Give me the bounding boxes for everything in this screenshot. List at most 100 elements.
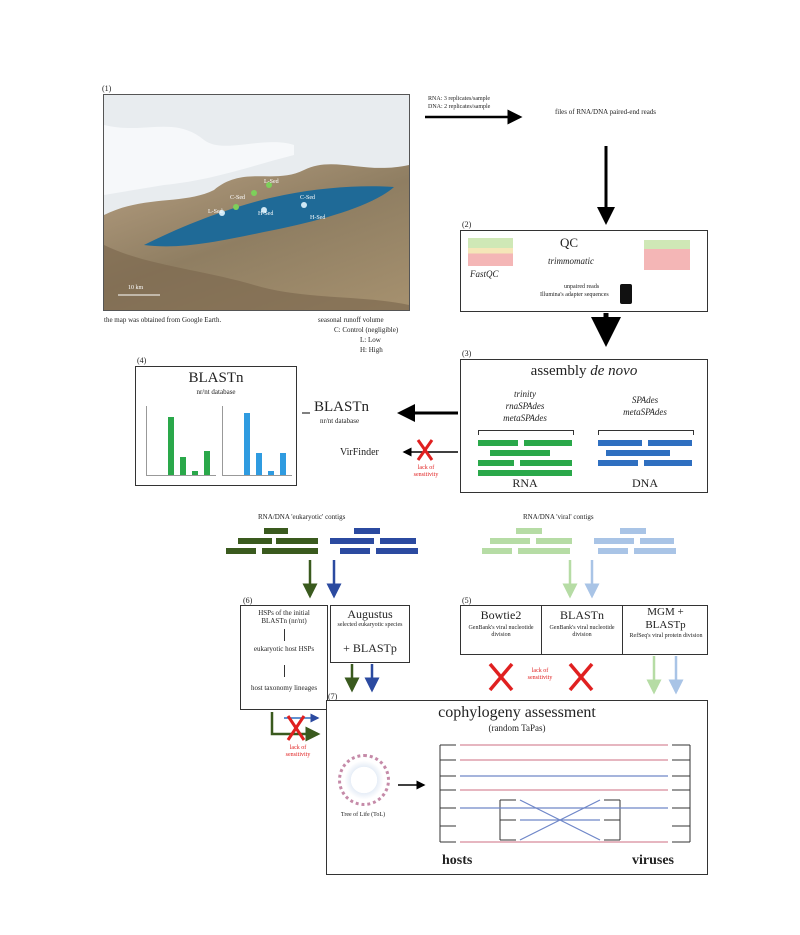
cross-icon	[488, 662, 514, 692]
cophylogeny-subtitle: (random TaPas)	[488, 723, 546, 733]
trash-icon	[620, 284, 632, 304]
tools-divider	[541, 605, 542, 655]
virfinder-lack-label: lack of sensitivity	[413, 465, 439, 478]
dna-label: DNA	[632, 476, 658, 490]
augustus-subtitle: selected eukaryotic species	[337, 622, 403, 628]
trimmomatic-label: trimmomatic	[548, 256, 594, 266]
euk-rna-contig	[226, 548, 256, 554]
rna-label: RNA	[512, 476, 538, 490]
augustus-blastp: + BLASTp	[343, 641, 397, 655]
viral-rna-contig	[518, 548, 570, 554]
trimmed-plot	[644, 240, 690, 270]
blast-results-box	[135, 366, 297, 486]
mgm-subtitle: RefSeq's viral protein division	[629, 633, 703, 639]
step4-label: (4)	[137, 356, 147, 365]
viral-dna-contig	[598, 548, 628, 554]
rna-tool: metaSPAdes	[503, 413, 547, 423]
bowtie-title: Bowtie2	[480, 608, 522, 622]
hsp-lack-label: lack of sensitivity	[285, 745, 311, 758]
reads-files: files of RNA/DNA paired-end reads	[554, 108, 657, 116]
rna-tool: rnaSPAdes	[505, 401, 545, 411]
rna-contig	[478, 470, 572, 476]
chart-bar	[268, 471, 274, 475]
euk-dna-contig	[330, 538, 374, 544]
euk-rna-contig	[276, 538, 318, 544]
tol-label: Tree of Life (ToL)	[340, 812, 386, 818]
hsp-box	[240, 605, 328, 710]
site-label: H-Sed	[258, 211, 274, 217]
step7-label: (7)	[328, 692, 338, 701]
step5-label: (5)	[462, 596, 472, 605]
site-label: L-Sed	[208, 209, 223, 215]
site-label: H-Sed	[310, 215, 326, 221]
rna-contig	[490, 450, 550, 456]
viral-contigs-label: RNA/DNA 'viral' contigs	[523, 513, 594, 521]
euk-dna-contig	[380, 538, 416, 544]
chart-bar	[256, 453, 262, 475]
bowtie-subtitle: GenBank's viral nucleotide division	[468, 625, 534, 638]
tree-of-life-image	[338, 754, 390, 806]
augustus-title: Augustus	[347, 607, 393, 621]
tools-lack-label: lack of sensitivity	[527, 668, 553, 681]
cross-icon	[568, 662, 594, 692]
mgm-title: MGM +	[647, 606, 684, 618]
dna-bracket	[598, 430, 694, 435]
assembly-title: assembly de novo	[460, 363, 708, 380]
euk-dna-contig	[340, 548, 370, 554]
rna-contig	[524, 440, 572, 446]
dna-contig	[606, 450, 670, 456]
euk-dna-contig	[354, 528, 380, 534]
arrow	[270, 712, 321, 742]
fastqc-label: FastQC	[470, 269, 499, 279]
hsp-initial: HSPs of the initial BLASTn (nr/nt)	[258, 609, 310, 625]
blastn-tool-title: BLASTn	[559, 608, 604, 622]
unpaired-label: unpaired reads	[564, 284, 600, 290]
tools-divider	[622, 605, 623, 655]
hsp-divider	[284, 665, 285, 677]
dna-contig	[648, 440, 692, 446]
blast-box-subtitle: nr/nt database	[196, 388, 236, 396]
viral-rna-contig	[490, 538, 530, 544]
viral-rna-contig	[516, 528, 542, 534]
fastqc-plot	[468, 238, 513, 266]
dna-tool: SPAdes	[631, 395, 659, 405]
legend-control: C: Control (negligible)	[334, 326, 399, 334]
site-label: C-Sed	[230, 195, 245, 201]
euk-rna-contig	[264, 528, 288, 534]
rna-contig	[478, 440, 518, 446]
cross-icon	[286, 715, 306, 741]
map-caption: the map was obtained from Google Earth.	[104, 316, 222, 324]
site-marker	[233, 204, 239, 210]
chart-bar	[180, 457, 186, 475]
chart-bar	[192, 471, 198, 475]
scale-label: 10 km	[128, 285, 144, 291]
replicates-dna: DNA: 2 replicates/sample	[428, 104, 491, 110]
viral-rna-contig	[482, 548, 512, 554]
euk-rna-contig	[262, 548, 318, 554]
blue-bar-chart	[222, 404, 292, 476]
rna-contig	[478, 460, 514, 466]
viral-dna-contig	[634, 548, 676, 554]
blastn-db-label: nr/nt database	[320, 417, 360, 425]
site-marker	[261, 207, 267, 213]
legend-title: seasonal runoff volume	[318, 316, 384, 324]
dna-contig	[598, 460, 638, 466]
eukaryotic-contigs-label: RNA/DNA 'eukaryotic' contigs	[258, 513, 346, 521]
step2-label: (2)	[462, 220, 472, 229]
viral-rna-contig	[536, 538, 572, 544]
cross-icon	[416, 439, 434, 461]
cophylogeny-title: cophylogeny assessment	[438, 704, 596, 721]
dna-tool: metaSPAdes	[623, 407, 667, 417]
map-drawing	[104, 95, 409, 310]
legend-low: L: Low	[360, 336, 381, 344]
chart-bar	[244, 413, 250, 475]
tanglegram-links	[460, 775, 668, 841]
assembly-title-italic: de novo	[590, 363, 638, 379]
cophylogeny-box	[326, 700, 708, 875]
rna-tool: trinity	[514, 389, 536, 399]
chart-bar	[168, 417, 174, 475]
hosts-label: hosts	[442, 853, 473, 868]
replicates-rna: RNA: 3 replicates/sample	[428, 96, 490, 102]
site-label: L-Sed	[264, 179, 279, 185]
